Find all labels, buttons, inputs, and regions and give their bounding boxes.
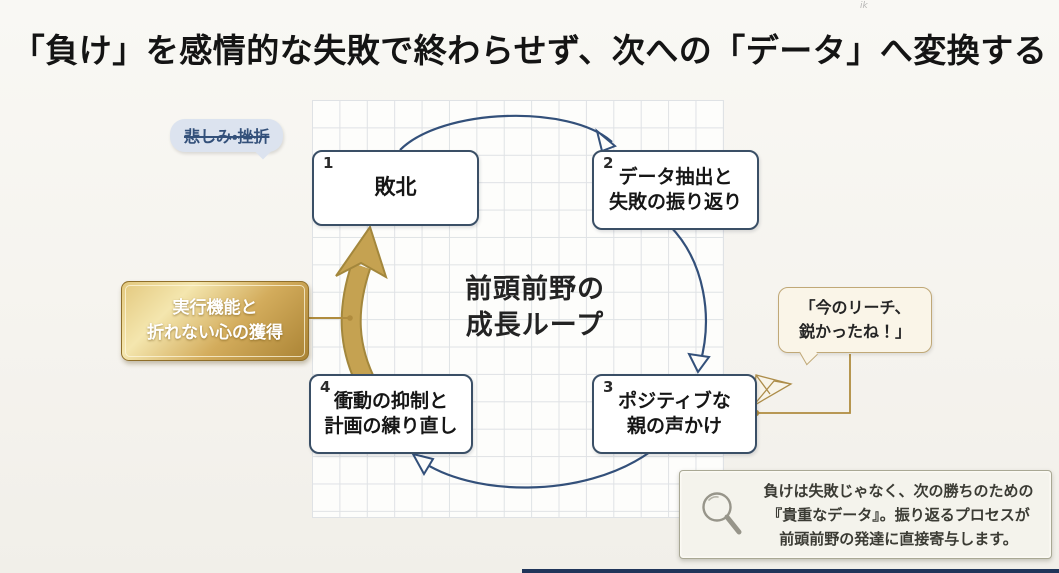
cycle-title: 前頭前野の 成長ループ <box>465 274 605 342</box>
step-label: 衝動の抑制と 計画の練り直し <box>324 389 458 437</box>
corner-mark: ik <box>860 1 868 11</box>
praise-label: 「今のリーチ、 鋭かったね！」 <box>798 298 911 341</box>
magnifier-icon <box>702 491 742 534</box>
reward-label: 実行機能と 折れない心の獲得 <box>147 298 283 343</box>
step-box-positive-words: 3 ポジティブな 親の声かけ <box>592 374 757 454</box>
step-box-data-extraction: 2 データ抽出と 失敗の振り返り <box>592 150 759 230</box>
step-label: データ抽出と 失敗の振り返り <box>608 165 742 213</box>
step-box-impulse-control: 4 衝動の抑制と 計画の練り直し <box>309 374 473 454</box>
step-box-defeat: 1 敗北 <box>312 150 479 226</box>
footnote-text: 負けは失敗じゃなく、次の勝ちのための 『貴重なデータ』。振り返るプロセスが 前頭… <box>763 481 1034 548</box>
page-title: 「負け」を感情的な失敗で終わらせず、次への「データ」へ変換する <box>11 31 1048 70</box>
footnote-card: 負けは失敗じゃなく、次の勝ちのための 『貴重なデータ』。振り返るプロセスが 前頭… <box>679 470 1052 559</box>
step-number: 2 <box>603 154 614 172</box>
praise-connector-line <box>756 354 851 414</box>
reward-gold-plate: 実行機能と 折れない心の獲得 <box>121 281 309 361</box>
step-number: 1 <box>323 154 334 172</box>
step-number: 3 <box>603 378 614 396</box>
step-label: ポジティブな 親の声かけ <box>618 389 731 437</box>
sadness-callout-bubble: 悲しみ・挫折 <box>170 119 284 152</box>
step-number: 4 <box>320 378 331 396</box>
bottom-edge-bar <box>522 569 1059 573</box>
praise-speech-bubble: 「今のリーチ、 鋭かったね！」 <box>778 287 932 353</box>
step-label: 敗北 <box>374 175 417 200</box>
